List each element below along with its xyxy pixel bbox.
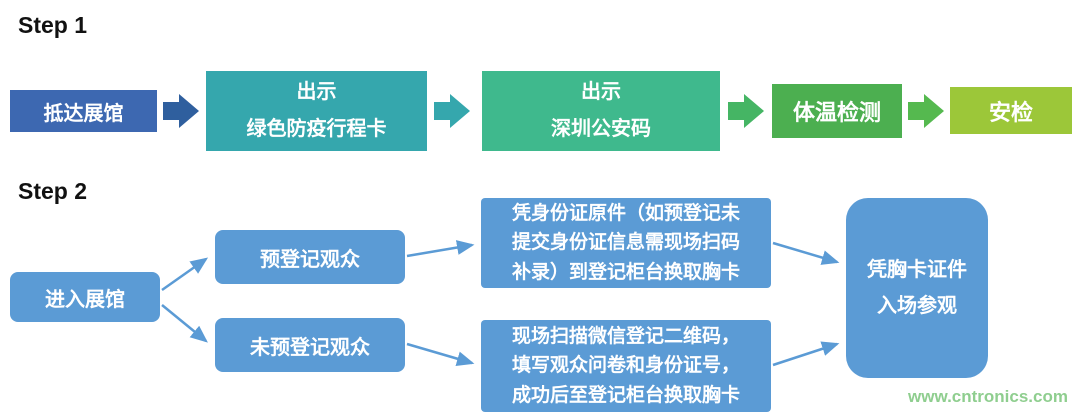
connector-enter-to-prereg	[161, 257, 209, 292]
site-watermark: www.cntronics.com	[908, 387, 1068, 406]
flow-arrow-icon	[908, 94, 944, 128]
node-onsite-registration-instructions: 现场扫描微信登记二维码， 填写观众问卷和身份证号， 成功后至登记柜台换取胸卡	[481, 320, 771, 412]
node-preregistered-visitors: 预登记观众	[215, 230, 405, 284]
flow-arrow-icon	[434, 94, 470, 128]
step1-title: Step 1	[18, 12, 88, 38]
arrow-shape	[163, 94, 199, 128]
connector-prereg-to-detail1	[406, 240, 475, 258]
node-temperature-check: 体温检测	[772, 84, 902, 138]
arrow-shape	[728, 94, 764, 128]
flow-arrow-icon	[163, 94, 199, 128]
node-show-police-code: 出示 深圳公安码	[482, 71, 720, 151]
connector-detail2-to-final	[772, 341, 840, 367]
connector-enter-to-unreg	[161, 304, 208, 343]
flow-arrow-icon	[728, 94, 764, 128]
connector-detail1-to-final	[772, 241, 840, 265]
node-prereg-badge-instructions: 凭身份证原件（如预登记未 提交身份证信息需现场扫码 补录）到登记柜台换取胸卡	[481, 198, 771, 288]
arrow-shape	[434, 94, 470, 128]
node-unregistered-visitors: 未预登记观众	[215, 318, 405, 372]
connector-unreg-to-detail2	[406, 342, 475, 366]
arrow-shape	[908, 94, 944, 128]
node-arrive-hall: 抵达展馆	[10, 90, 157, 132]
node-enter-with-badge: 凭胸卡证件 入场参观	[846, 198, 988, 378]
node-show-travel-card: 出示 绿色防疫行程卡	[206, 71, 427, 151]
node-security-check: 安检	[950, 87, 1072, 134]
node-enter-hall: 进入展馆	[10, 272, 160, 322]
step2-title: Step 2	[18, 178, 88, 204]
